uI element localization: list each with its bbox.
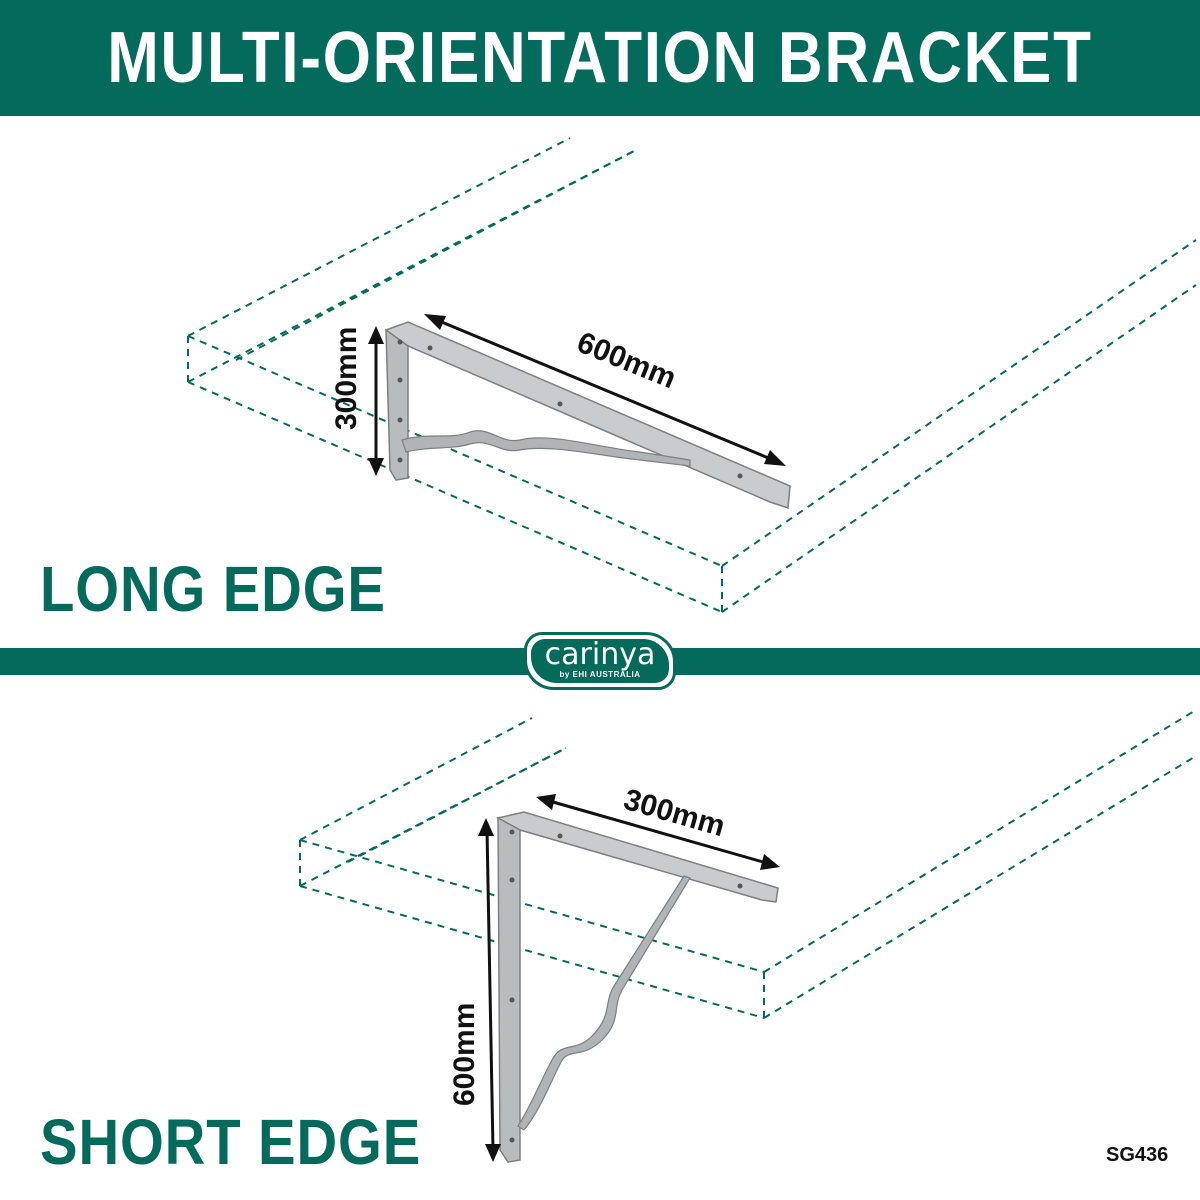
shelf-outline-short — [299, 709, 1197, 1019]
header-banner: MULTI-ORIENTATION BRACKET — [0, 0, 1200, 116]
logo-background — [531, 639, 669, 683]
dimension-label-600-short: 600mm — [448, 1003, 481, 1106]
product-code: SG436 — [1106, 1144, 1169, 1166]
logo-name: carinya — [544, 636, 656, 672]
long-edge-label: LONG EDGE — [40, 553, 386, 625]
dimension-label-300-short: 300mm — [620, 783, 728, 843]
dimension-label-600-long: 600mm — [572, 326, 680, 395]
dimension-arrow-300-long — [368, 326, 384, 476]
carinya-logo: carinya by EHI AUSTRALIA — [524, 632, 676, 690]
shelf-outline-long — [187, 137, 1197, 613]
bracket-long-edge — [384, 321, 791, 510]
bracket-short-edge — [495, 811, 779, 1163]
logo-subtitle: by EHI AUSTRALIA — [559, 669, 641, 679]
dimension-label-300-long: 300mm — [330, 327, 363, 430]
dimension-arrow-600-long — [424, 314, 786, 466]
dimension-arrow-300-short — [536, 794, 780, 870]
dimension-arrow-600-short — [478, 818, 501, 1162]
page-title: MULTI-ORIENTATION BRACKET — [107, 18, 1093, 98]
short-edge-label: SHORT EDGE — [40, 1106, 422, 1178]
